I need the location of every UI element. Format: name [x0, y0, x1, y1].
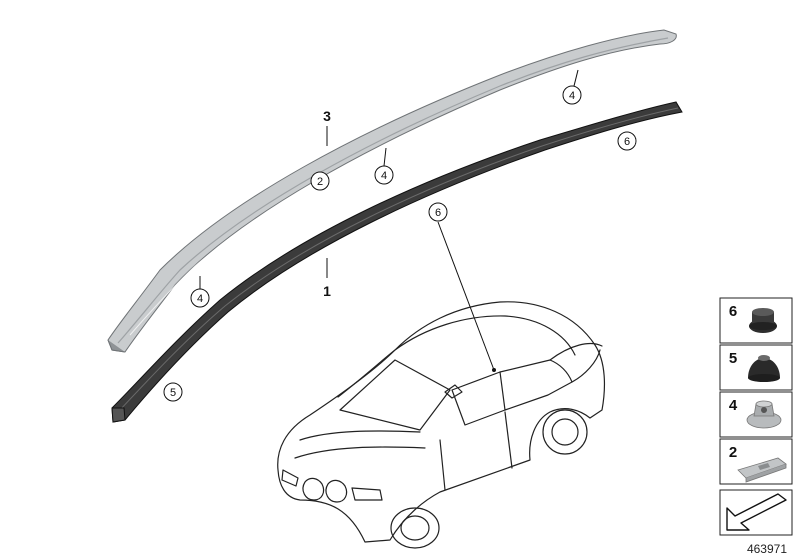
callout-4-top-right[interactable]: 4	[562, 85, 582, 105]
car-outline-drawing	[277, 301, 606, 549]
part-label-3: 3	[323, 108, 331, 124]
legend-item-5[interactable]: 5	[719, 344, 793, 391]
navigation-arrow-box[interactable]	[719, 489, 793, 536]
callout-2[interactable]: 2	[310, 171, 330, 191]
grommet-part-icon	[748, 355, 780, 382]
plug-part-icon	[749, 308, 777, 333]
callout-5[interactable]: 5	[163, 382, 183, 402]
legend-number: 5	[729, 350, 737, 367]
callout-6-text: 6	[624, 136, 630, 148]
leader-line-6-car	[437, 221, 495, 371]
leader-dot-car	[492, 368, 496, 372]
leader-line-4b	[383, 147, 387, 167]
diagram-id: 463971	[747, 542, 787, 556]
legend-number: 4	[729, 397, 738, 414]
callout-4-text: 4	[569, 90, 575, 102]
callout-6-text: 6	[435, 207, 441, 219]
callout-4-middle[interactable]: 4	[374, 165, 394, 185]
legend-number: 6	[729, 303, 737, 320]
callout-4-text: 4	[197, 293, 203, 305]
roof-rail[interactable]	[107, 29, 677, 353]
parts-legend: 6 5 4	[719, 297, 793, 536]
callout-2-text: 2	[317, 176, 323, 188]
clip-part-icon	[737, 457, 787, 483]
nut-part-icon	[746, 400, 782, 429]
callout-6-top-right[interactable]: 6	[617, 131, 637, 151]
callout-4-left[interactable]: 4	[190, 288, 210, 308]
callout-5-text: 5	[170, 387, 176, 399]
callout-6-center[interactable]: 6	[428, 202, 448, 222]
legend-item-4[interactable]: 4	[719, 391, 793, 438]
leader-line-4a	[573, 69, 579, 87]
legend-item-6[interactable]: 6	[719, 297, 793, 344]
part-label-1: 1	[323, 283, 331, 299]
callout-4-text: 4	[381, 170, 387, 182]
arrow-icon	[726, 493, 787, 531]
seal-strip[interactable]	[111, 101, 683, 423]
legend-number: 2	[729, 444, 737, 461]
legend-item-2[interactable]: 2	[719, 438, 793, 485]
